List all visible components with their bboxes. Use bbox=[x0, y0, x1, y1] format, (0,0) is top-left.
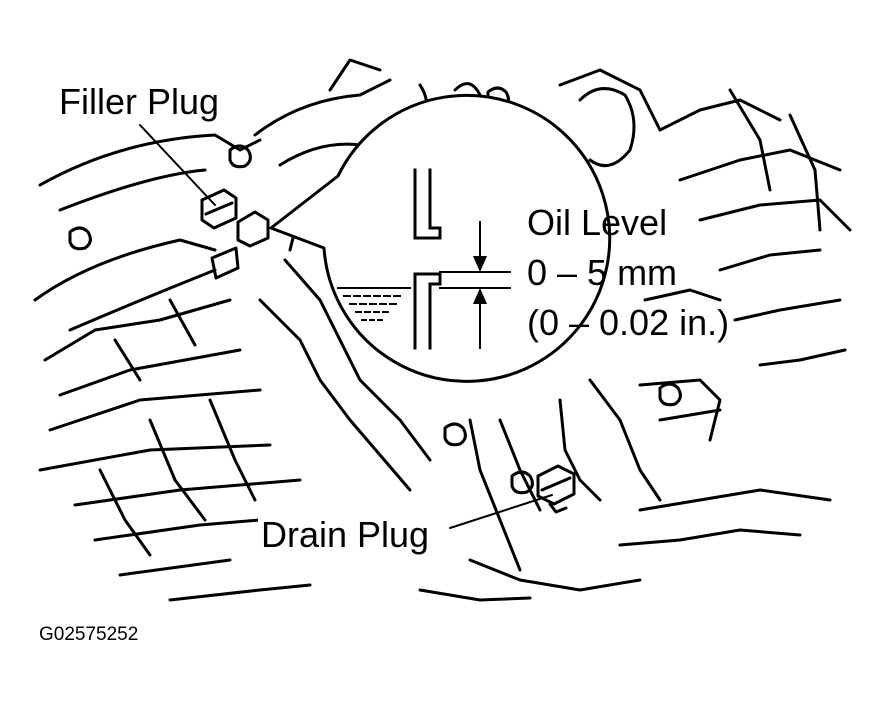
drain-plug bbox=[536, 464, 576, 514]
bolt-heads bbox=[68, 86, 682, 495]
dimension-arrowhead-up bbox=[473, 288, 487, 304]
oil-level-mm-spec: 0 – 5 mm bbox=[527, 252, 678, 293]
filler-plug-label: Filler Plug bbox=[56, 84, 223, 120]
filler-hole-wall-lower bbox=[413, 272, 442, 350]
figure-code: G02575252 bbox=[39, 624, 139, 645]
oil-level-title: Oil Level bbox=[527, 202, 668, 243]
oil-surface bbox=[337, 287, 411, 321]
transmission-case-linework bbox=[33, 58, 852, 602]
dimension-arrowhead-down bbox=[473, 256, 487, 272]
drain-plug-label: Drain Plug bbox=[258, 517, 433, 553]
drain-plug-leader-line bbox=[449, 494, 553, 529]
filler-plug-leader-line bbox=[139, 124, 216, 206]
filler-plug bbox=[200, 188, 270, 280]
filler-hole-wall-upper bbox=[413, 168, 442, 240]
oil-level-inch-spec: (0 – 0.02 in.) bbox=[527, 302, 730, 343]
